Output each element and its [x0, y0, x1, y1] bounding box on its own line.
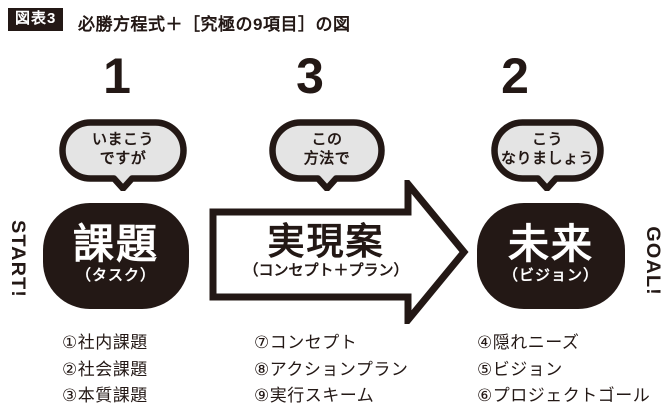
list-item: ⑥プロジェクトゴール [477, 386, 651, 405]
current-task-blob: 課題 （タスク） [43, 203, 189, 309]
speech-bubble-shape [491, 119, 604, 191]
blob-title: 未来 [508, 221, 594, 267]
speech-bubble-text: こう なりましょう [500, 131, 594, 167]
speech-bubble-text: いまこう ですが [91, 131, 154, 167]
blob-subtitle: （ビジョン） [502, 267, 599, 284]
current-items-list: ①社内課題 ②社会課題 ③本質課題 [62, 330, 148, 409]
list-item: ⑨実行スキーム [254, 386, 375, 405]
blob-subtitle: （タスク） [75, 267, 156, 284]
future-items-list: ④隠れニーズ ⑤ビジョン ⑥プロジェクトゴール [477, 330, 650, 409]
arrow-title: 実現案 [267, 221, 385, 262]
future-vision-blob: 未来 （ビジョン） [477, 203, 625, 309]
figure-badge: 図表3 [8, 8, 64, 31]
list-item: ②社会課題 [62, 359, 148, 379]
speech-bubble-shape [59, 119, 187, 191]
list-item: ⑦コンセプト [254, 333, 358, 352]
arrow-shape [209, 174, 469, 330]
method-items-list: ⑦コンセプト ⑧アクションプラン ⑨実行スキーム [254, 330, 408, 409]
step-number-future: 2 [501, 48, 529, 104]
speech-bubble-current: いまこう ですが [59, 119, 187, 191]
speech-bubble-method: この 方法で [269, 119, 385, 191]
speech-bubble-text: この 方法で [303, 131, 351, 167]
blob-title: 課題 [73, 221, 159, 267]
list-item: ④隠れニーズ [477, 333, 580, 352]
list-item: ⑤ビジョン [477, 359, 563, 379]
list-item: ⑧アクションプラン [254, 359, 409, 379]
step-number-current: 1 [103, 48, 131, 104]
speech-bubble-shape [269, 119, 385, 191]
start-label: START! [7, 220, 28, 298]
figure-title: 必勝方程式＋［究極の9項目］の図 [78, 15, 351, 34]
step-number-method: 3 [296, 48, 324, 104]
plan-arrow [209, 174, 469, 330]
speech-bubble-future: こう なりましょう [491, 119, 604, 191]
list-item: ③本質課題 [62, 386, 148, 405]
arrow-subtitle: （コンセプト＋プラン） [243, 262, 409, 279]
goal-label: GOAL! [642, 226, 663, 296]
list-item: ①社内課題 [62, 333, 148, 352]
